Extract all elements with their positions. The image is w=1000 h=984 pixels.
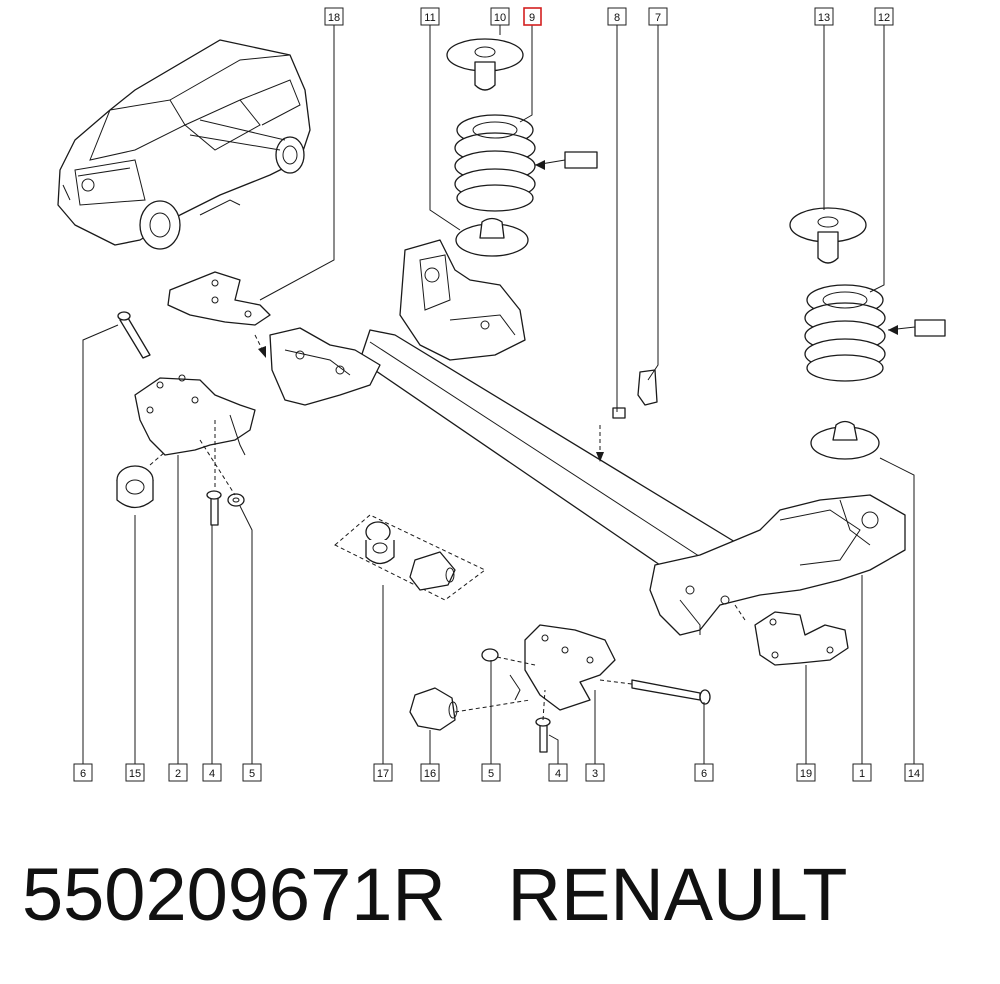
label-4-left[interactable]: 4: [202, 763, 222, 782]
label-1[interactable]: 1: [852, 763, 872, 782]
svg-text:9: 9: [529, 12, 535, 24]
svg-text:4: 4: [209, 768, 215, 780]
label-9-highlighted[interactable]: 9: [523, 7, 542, 26]
bracket-7: [637, 369, 658, 406]
spring-stack-right: [789, 207, 886, 460]
svg-text:14: 14: [908, 768, 920, 780]
label-6-left[interactable]: 6: [73, 763, 93, 782]
svg-text:8: 8: [614, 12, 620, 24]
bracket-plate-19: [754, 611, 849, 666]
bushing-15: [116, 465, 154, 509]
brand-name: RENAULT: [507, 853, 848, 936]
label-19[interactable]: 19: [796, 763, 816, 782]
coil-spring-9: [454, 114, 536, 212]
svg-text:4: 4: [555, 768, 561, 780]
spring-stack-left: [446, 38, 536, 257]
svg-text:16: 16: [424, 768, 436, 780]
svg-text:11: 11: [424, 12, 435, 24]
bushing-16: [409, 687, 458, 731]
bushing-set-17: [334, 514, 486, 601]
spring-ref-tag-left: [534, 151, 598, 170]
bracket-plate-18: [167, 271, 271, 326]
label-18[interactable]: 18: [324, 7, 344, 26]
label-17[interactable]: 17: [373, 763, 393, 782]
label-11[interactable]: 11: [420, 7, 440, 26]
label-4-right[interactable]: 4: [548, 763, 568, 782]
label-15[interactable]: 15: [125, 763, 145, 782]
exploded-parts-diagram: 18 11 10 9 8 7 13 12 6 15 2 4 5 17 16 5 …: [57, 7, 946, 782]
spring-ref-tag-right: [887, 319, 946, 337]
rear-axle-beam: [269, 239, 906, 636]
label-3[interactable]: 3: [585, 763, 605, 782]
label-7[interactable]: 7: [648, 7, 668, 26]
svg-text:15: 15: [129, 768, 141, 780]
svg-text:1: 1: [859, 768, 865, 780]
label-2[interactable]: 2: [168, 763, 188, 782]
label-leader-lines: [82, 25, 915, 764]
svg-text:19: 19: [800, 768, 812, 780]
label-12[interactable]: 12: [874, 7, 894, 26]
part-number: 550209671R: [22, 853, 446, 936]
svg-text:3: 3: [592, 768, 598, 780]
label-13[interactable]: 13: [814, 7, 834, 26]
svg-text:6: 6: [701, 768, 707, 780]
bolt-8: [612, 407, 626, 419]
svg-text:6: 6: [80, 768, 86, 780]
label-5-left[interactable]: 5: [242, 763, 262, 782]
van-illustration: [57, 39, 311, 250]
svg-text:13: 13: [818, 12, 830, 24]
svg-text:18: 18: [328, 12, 340, 24]
label-10[interactable]: 10: [490, 7, 510, 26]
svg-text:2: 2: [175, 768, 181, 780]
label-8[interactable]: 8: [607, 7, 627, 26]
svg-text:12: 12: [878, 12, 890, 24]
label-16[interactable]: 16: [420, 763, 440, 782]
left-mount-assembly: [116, 311, 256, 526]
coil-spring-12: [804, 284, 886, 382]
svg-text:5: 5: [249, 768, 255, 780]
svg-text:7: 7: [655, 12, 661, 24]
label-6-right[interactable]: 6: [694, 763, 714, 782]
label-5-right[interactable]: 5: [481, 763, 501, 782]
right-mount-assembly: [409, 624, 711, 753]
svg-text:5: 5: [488, 768, 494, 780]
assembly-arrows: [149, 334, 746, 721]
label-14[interactable]: 14: [904, 763, 924, 782]
part-labels: 18 11 10 9 8 7 13 12 6 15 2 4 5 17 16 5 …: [73, 7, 924, 782]
part-caption: 550209671R RENAULT: [22, 858, 847, 932]
svg-text:17: 17: [377, 768, 389, 780]
svg-text:10: 10: [494, 12, 506, 24]
